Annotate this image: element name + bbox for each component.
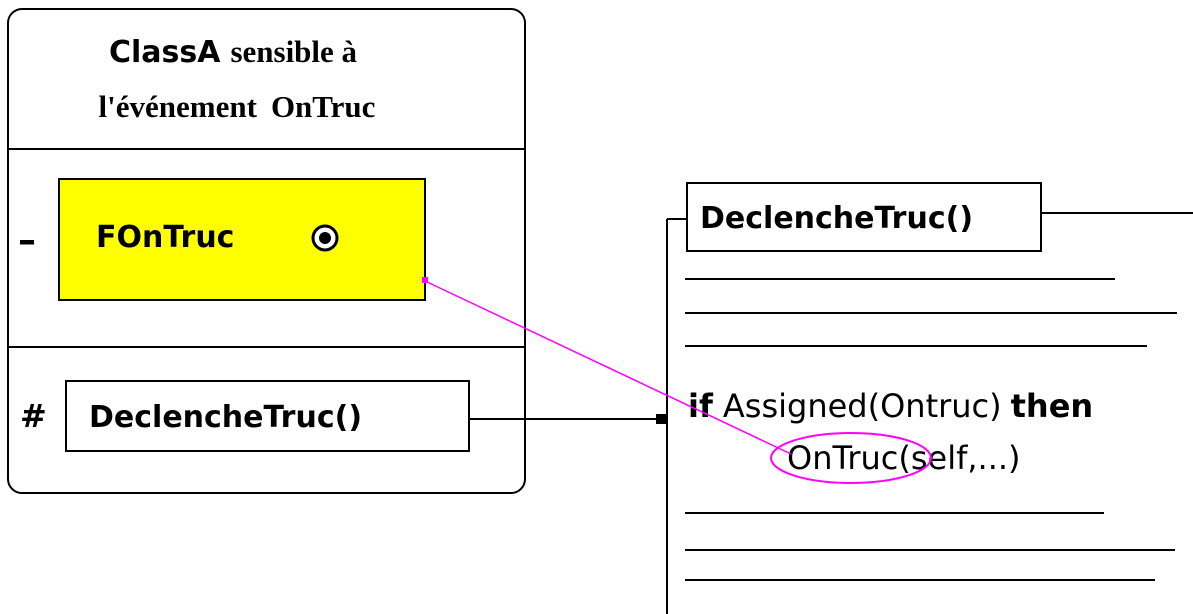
field-name: FOnTruc (96, 220, 234, 255)
private-marker: – (18, 220, 36, 261)
class-name: ClassA (109, 35, 221, 70)
class-title-line2: l'événement OnTruc (99, 89, 376, 124)
protected-marker: # (20, 397, 47, 435)
if-condition: Assigned(Ontruc) (723, 387, 1002, 425)
code-method-header-box[interactable] (686, 182, 1042, 252)
link-anchor-handle (422, 277, 428, 283)
if-keyword: if (688, 387, 714, 425)
call-name: OnTruc (787, 439, 898, 477)
code-method-header: DeclencheTruc() (700, 201, 973, 236)
code-call-statement: OnTruc(self,...) (787, 439, 1021, 477)
method-box[interactable] (65, 380, 470, 452)
class-title-rest: sensible à (230, 34, 357, 69)
call-highlight-ellipse (770, 432, 932, 484)
class-box: ClassA sensible à l'événement OnTruc – FOn… (7, 8, 526, 494)
method-name: DeclencheTruc() (89, 400, 362, 435)
class-title-event-name: OnTruc (271, 89, 376, 124)
event-link-line (424, 280, 792, 455)
class-title-event-label: l'événement (99, 89, 258, 124)
then-keyword: then (1011, 387, 1094, 425)
class-title-line1: ClassA sensible à (109, 34, 358, 70)
field-box[interactable] (58, 178, 426, 301)
connector-endpoint (656, 414, 666, 424)
event-property-icon (311, 224, 339, 252)
